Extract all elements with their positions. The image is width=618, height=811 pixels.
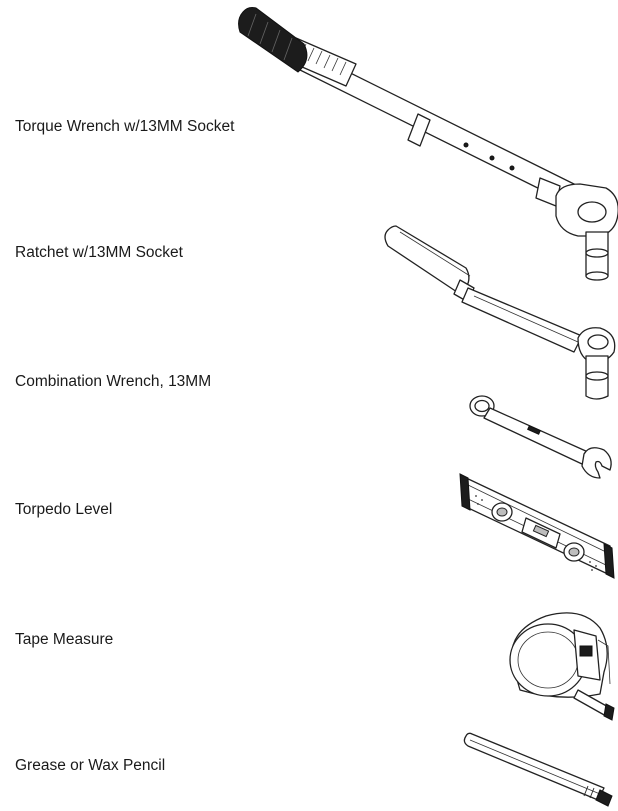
tool-label-ratchet: Ratchet w/13MM Socket [15, 244, 183, 261]
tool-label-tape-measure: Tape Measure [15, 631, 114, 648]
tool-label-torpedo-level: Torpedo Level [15, 501, 113, 518]
tape-measure-icon [509, 612, 615, 721]
ratchet-icon [384, 225, 616, 400]
torpedo-level-icon [459, 473, 615, 579]
tool-label-wax-pencil: Grease or Wax Pencil [15, 757, 166, 774]
tool-label-combination-wrench: Combination Wrench, 13MM [15, 373, 212, 390]
wax-pencil-icon [463, 732, 613, 807]
tool-label-torque-wrench: Torque Wrench w/13MM Socket [15, 118, 235, 135]
torque-wrench-icon [238, 7, 618, 281]
combination-wrench-icon [469, 395, 612, 479]
